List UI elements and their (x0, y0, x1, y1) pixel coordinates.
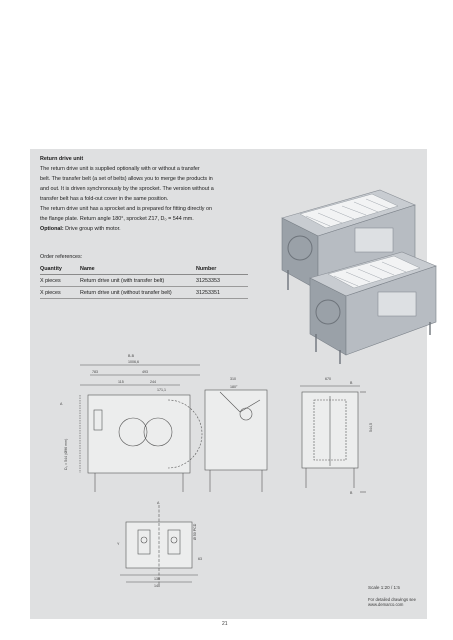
cell-number: 31253353 (196, 274, 248, 287)
scale-note: Scale 1:20 / 1:5 (368, 585, 400, 590)
cell-quantity: X pieces (40, 274, 80, 287)
optional-text: Drive group with motor. (63, 226, 121, 232)
table-header-row: Quantity Name Number (40, 263, 248, 275)
dim-label: 783 (92, 370, 98, 374)
dim-label: 63 (198, 557, 202, 561)
description-line: The return drive unit is supplied option… (40, 166, 200, 172)
technical-drawing-end (300, 385, 366, 493)
dim-label: B-B (128, 354, 135, 358)
dim-label: 244 (150, 380, 156, 384)
dim-label: 115 (118, 380, 124, 384)
drawing-note-line: www.demarco.com (368, 602, 404, 607)
technical-drawing-front (79, 364, 203, 492)
description-line: The return drive unit has a sprocket and… (40, 206, 212, 212)
dim-label: 180° (230, 385, 238, 389)
dim-label: 1006,6 (128, 360, 139, 364)
dim-label: A (60, 402, 63, 406)
dim-label: Ø 50 PCD (193, 523, 197, 540)
section-heading: Return drive unit (40, 156, 84, 162)
dim-label: 544,5 (369, 423, 373, 432)
cell-quantity: X pieces (40, 286, 80, 299)
cell-name: Return drive unit (without transfer belt… (80, 286, 196, 299)
cell-name: Return drive unit (with transfer belt) (80, 274, 196, 287)
dim-label: Y (117, 542, 120, 546)
product-render-without-belt (309, 251, 437, 364)
dim-label: 140 (154, 584, 160, 588)
dim-label: 310 (230, 377, 236, 381)
order-table: Quantity Name Number X pieces Return dri… (40, 263, 248, 299)
drawing-note: For detailed drawings see www.demarco.co… (368, 597, 428, 607)
table-row: X pieces Return drive unit (with transfe… (40, 274, 248, 287)
dim-label: B (350, 491, 353, 495)
description-line: and out. It is driven synchronously by t… (40, 186, 214, 192)
orders-title: Order references: (40, 254, 83, 260)
dim-label: 670 (325, 377, 331, 381)
cell-number: 31253351 (196, 286, 248, 299)
description-line: transfer belt has a fold-out cover in th… (40, 196, 169, 202)
header-name: Name (80, 263, 196, 275)
table-row: X pieces Return drive unit (without tran… (40, 286, 248, 299)
header-quantity: Quantity (40, 263, 80, 275)
description-block: Return drive unit The return drive unit … (40, 154, 258, 234)
description-line: the flange plate. Return angle 180°, spr… (40, 216, 194, 222)
dim-label: 171,1 (157, 388, 166, 392)
order-references: Order references: Quantity Name Number X… (40, 252, 248, 299)
dim-label: D₀ = 544 (Ø96 mm) (64, 439, 68, 470)
optional-label: Optional: (40, 226, 64, 232)
description-line: belt. The transfer belt (a set of belts)… (40, 176, 213, 182)
drawing-note-line: For detailed drawings see (368, 597, 416, 602)
dim-label: 130 (154, 577, 160, 581)
optional-line: Optional: Drive group with motor. (40, 224, 258, 234)
technical-drawing-side (204, 389, 268, 492)
dim-label: A (157, 501, 160, 505)
technical-drawing-flange-detail (120, 505, 198, 585)
header-number: Number (196, 263, 248, 275)
dim-label: B (350, 381, 353, 385)
dim-label: 493 (142, 370, 148, 374)
page-number: 21 (222, 621, 228, 627)
